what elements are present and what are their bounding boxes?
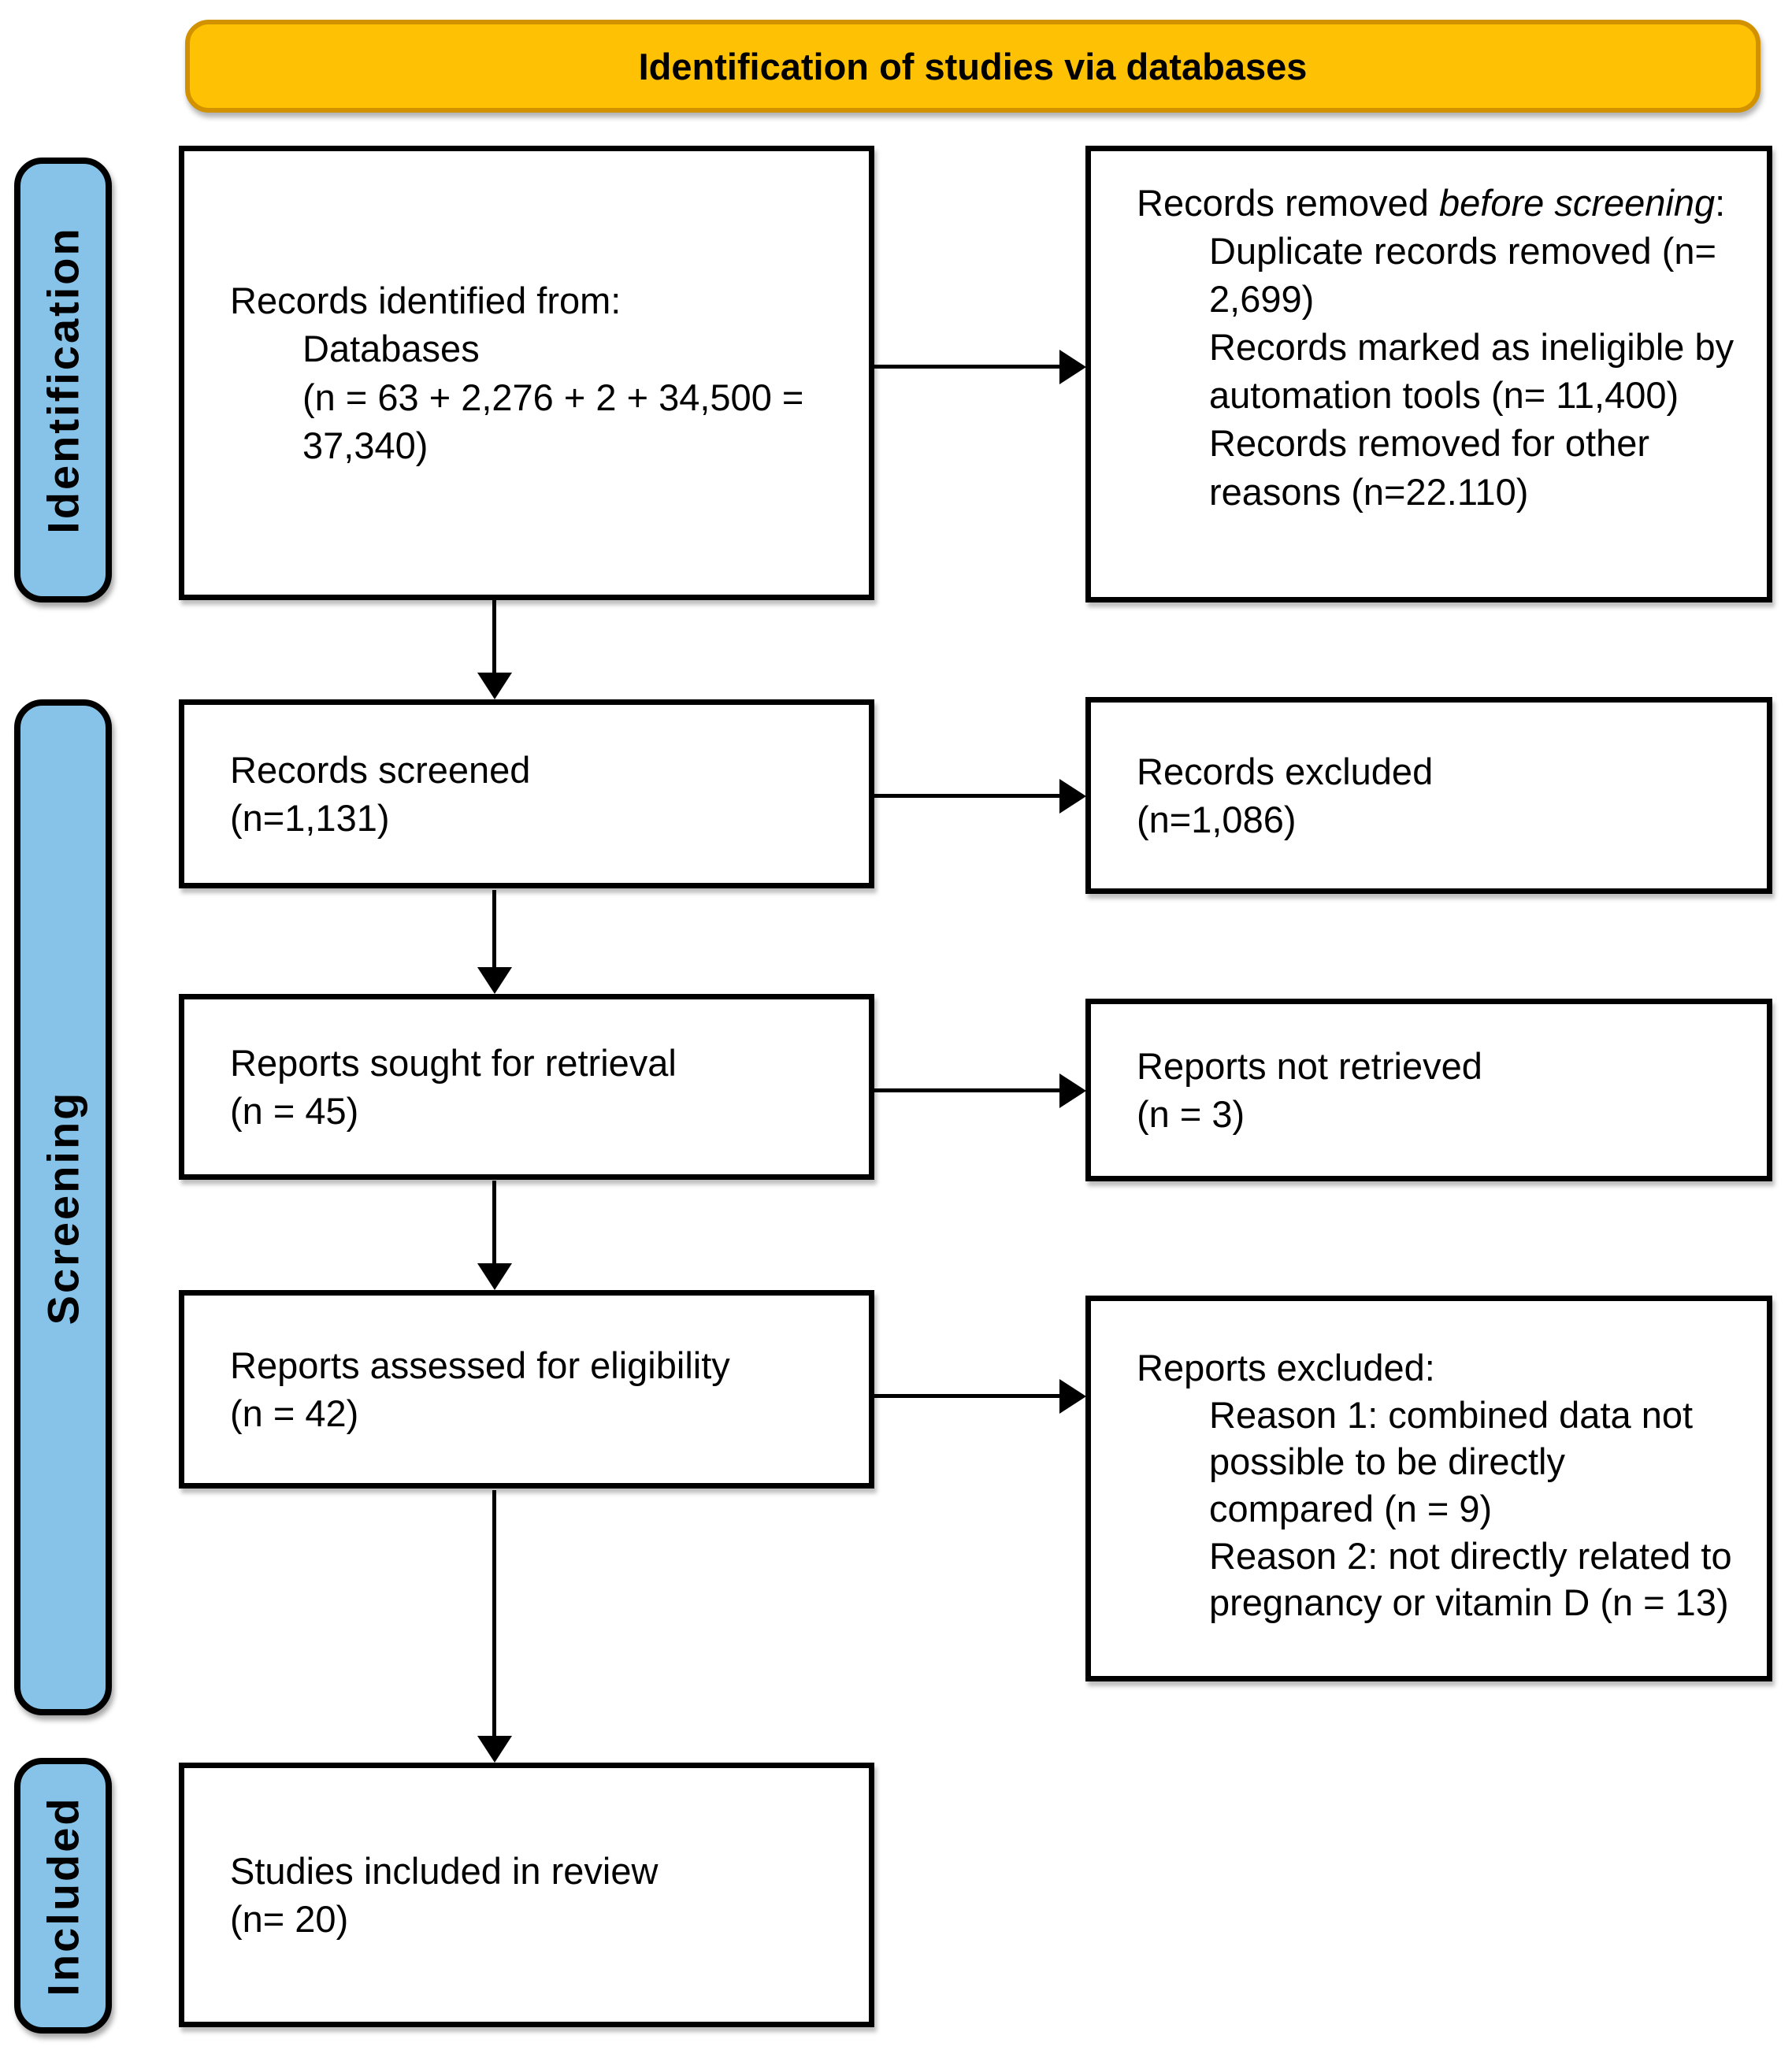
records-removed-item: Records marked as ineligible by automati… xyxy=(1209,326,1734,417)
records-removed-item: Duplicate records removed (n= 2,699) xyxy=(1209,230,1716,321)
box-reports-sought: Reports sought for retrieval (n = 45) xyxy=(179,994,874,1180)
arrow-sought-to-assessed xyxy=(492,1181,496,1265)
arrow-assessed-to-included xyxy=(492,1490,496,1737)
arrow-screened-to-sought xyxy=(492,890,496,969)
stage-label-identification-text: Identification xyxy=(38,226,88,534)
box-records-removed: Records removed before screening: Duplic… xyxy=(1085,146,1772,602)
arrow-sought-to-not-retrieved xyxy=(874,1088,1060,1092)
box-records-screened: Records screened (n=1,131) xyxy=(179,699,874,888)
diagram-title: Identification of studies via databases xyxy=(638,45,1308,87)
arrow-screened-to-excluded xyxy=(874,794,1060,798)
records-removed-intro: Records removed before screening: xyxy=(1137,182,1726,224)
reports-assessed-line2: (n = 42) xyxy=(230,1392,359,1434)
records-identified-intro: Records identified from: xyxy=(230,280,621,322)
box-reports-assessed: Reports assessed for eligibility (n = 42… xyxy=(179,1290,874,1489)
records-excluded-line2: (n=1,086) xyxy=(1137,799,1297,840)
studies-included-line2: (n= 20) xyxy=(230,1898,349,1940)
stage-label-included-text: Included xyxy=(38,1795,88,1997)
stage-label-identification: Identification xyxy=(14,158,112,602)
arrow-identified-to-screened xyxy=(492,600,496,674)
stage-label-screening: Screening xyxy=(14,699,112,1715)
records-removed-item: Records removed for other reasons (n=22.… xyxy=(1209,422,1650,513)
reports-excluded-intro: Reports excluded: xyxy=(1137,1347,1435,1388)
reports-excluded-item: Reason 2: not directly related to pregna… xyxy=(1209,1534,1732,1624)
records-excluded-line1: Records excluded xyxy=(1137,750,1434,792)
reports-not-retrieved-line2: (n = 3) xyxy=(1137,1093,1245,1135)
reports-sought-line1: Reports sought for retrieval xyxy=(230,1041,677,1084)
arrow-assessed-to-reports-excluded xyxy=(874,1394,1060,1398)
reports-excluded-item: Reason 1: combined data not possible to … xyxy=(1209,1393,1694,1530)
arrow-identified-to-removed xyxy=(874,365,1060,369)
reports-not-retrieved-line1: Reports not retrieved xyxy=(1137,1044,1482,1087)
reports-assessed-line1: Reports assessed for eligibility xyxy=(230,1344,730,1386)
records-identified-item: Databases xyxy=(302,328,480,370)
box-records-identified: Records identified from: Databases (n = … xyxy=(179,146,874,600)
records-screened-line2: (n=1,131) xyxy=(230,797,390,839)
studies-included-line1: Studies included in review xyxy=(230,1849,659,1892)
box-reports-not-retrieved: Reports not retrieved (n = 3) xyxy=(1085,999,1772,1181)
records-identified-item: (n = 63 + 2,276 + 2 + 34,500 = 37,340) xyxy=(302,376,804,466)
box-records-excluded: Records excluded (n=1,086) xyxy=(1085,697,1772,894)
diagram-title-banner: Identification of studies via databases xyxy=(185,20,1760,113)
records-screened-line1: Records screened xyxy=(230,748,531,791)
stage-label-screening-text: Screening xyxy=(38,1090,88,1325)
box-reports-excluded: Reports excluded: Reason 1: combined dat… xyxy=(1085,1296,1772,1681)
stage-label-included: Included xyxy=(14,1758,112,2034)
box-studies-included: Studies included in review (n= 20) xyxy=(179,1763,874,2027)
reports-sought-line2: (n = 45) xyxy=(230,1090,359,1132)
